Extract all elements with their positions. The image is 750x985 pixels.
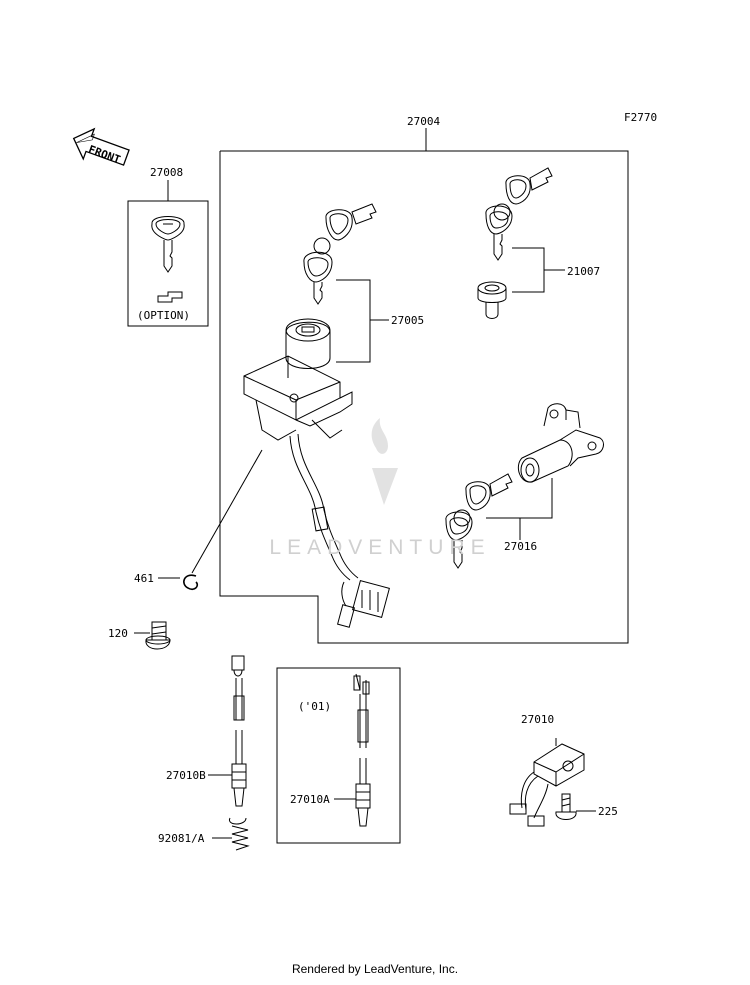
part-label-92081a[interactable]: 92081/A xyxy=(158,832,205,845)
leadventure-watermark-logo xyxy=(371,418,398,505)
assembly-frame-27004 xyxy=(219,150,629,644)
option-key-icon xyxy=(151,216,185,303)
ring-461-icon xyxy=(183,574,199,591)
figure-code: F2770 xyxy=(624,111,657,124)
switch-27010b-icon xyxy=(229,655,250,851)
year-label: ('01) xyxy=(298,700,331,713)
part-label-27016[interactable]: 27016 xyxy=(504,540,537,553)
part-label-27010[interactable]: 27010 xyxy=(521,713,554,726)
part-label-27004[interactable]: 27004 xyxy=(407,115,440,128)
key-set-27016-icon xyxy=(445,403,604,569)
key-set-27005-icon xyxy=(303,203,377,305)
switch-27010a-icon xyxy=(353,673,371,827)
part-label-27010b[interactable]: 27010B xyxy=(166,769,206,782)
ignition-switch-icon xyxy=(243,318,390,628)
part-label-27005[interactable]: 27005 xyxy=(391,314,424,327)
part-label-120[interactable]: 120 xyxy=(108,627,128,640)
switch-27010-icon xyxy=(509,738,585,827)
screw-120-icon xyxy=(145,621,171,650)
option-label: (OPTION) xyxy=(137,309,190,322)
watermark-text: LEADVENTURE xyxy=(269,536,491,559)
part-label-27010a[interactable]: 27010A xyxy=(290,793,330,806)
bolt-225-icon xyxy=(555,793,577,820)
front-arrow-label: FRONT xyxy=(87,143,123,167)
part-label-461[interactable]: 461 xyxy=(134,572,154,585)
year-box-01 xyxy=(276,667,401,844)
footer-credit: Rendered by LeadVenture, Inc. xyxy=(291,962,459,976)
front-arrow-icon xyxy=(72,127,130,166)
part-label-21007[interactable]: 21007 xyxy=(567,265,600,278)
part-label-27008[interactable]: 27008 xyxy=(150,166,183,179)
key-set-21007-icon xyxy=(477,167,553,319)
part-label-225[interactable]: 225 xyxy=(598,805,618,818)
